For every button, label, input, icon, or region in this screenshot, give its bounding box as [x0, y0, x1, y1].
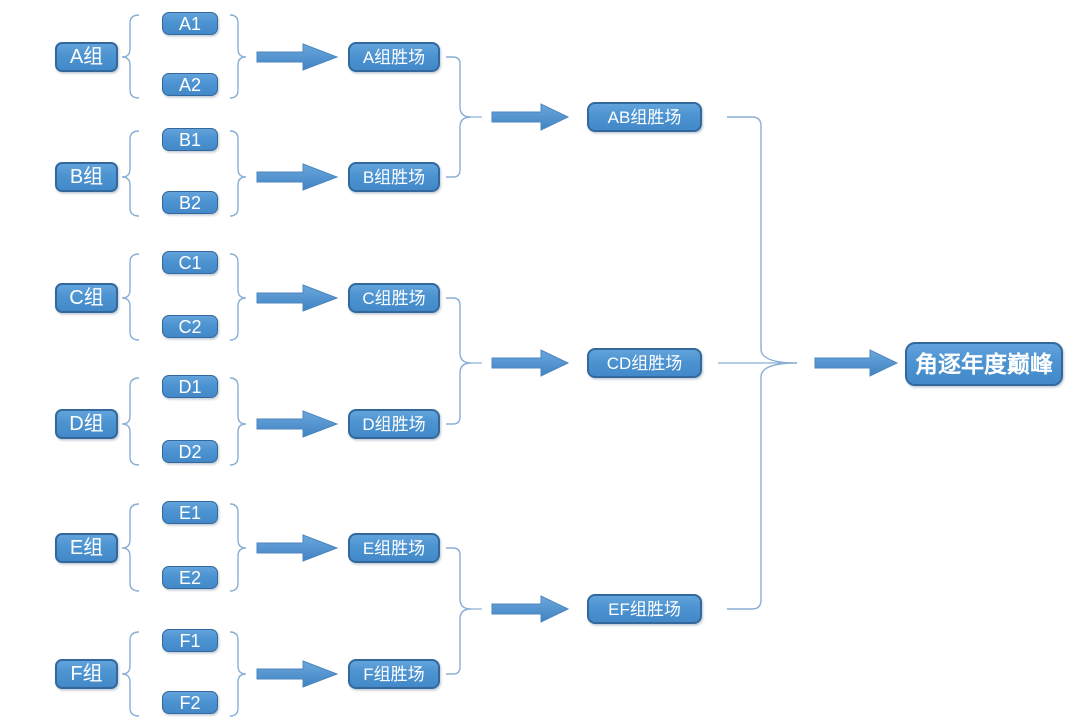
brace-ef-icon — [446, 547, 472, 675]
brace-ab-icon — [446, 56, 472, 178]
brace-left-c-icon — [121, 253, 140, 341]
member-f2-box: F2 — [162, 691, 218, 714]
member-d1-box: D1 — [162, 375, 218, 398]
arrow-cd-icon — [491, 349, 570, 377]
brace-left-f-icon — [121, 631, 140, 717]
member-c1-box: C1 — [162, 251, 218, 274]
member-b1-box: B1 — [162, 128, 218, 151]
winner-a-box: A组胜场 — [348, 42, 440, 72]
winner-b-box: B组胜场 — [348, 162, 440, 192]
member-c2-box: C2 — [162, 315, 218, 338]
final-box: 角逐年度巅峰 — [905, 342, 1063, 386]
winner-e-box: E组胜场 — [348, 533, 440, 563]
semifinal-cd-box: CD组胜场 — [587, 348, 702, 378]
brace-right-b-icon — [229, 130, 247, 217]
group-c-box: C组 — [55, 283, 118, 313]
arrow-ef-icon — [491, 595, 570, 623]
brace-left-d-icon — [121, 377, 140, 466]
arrow-d-icon — [256, 410, 339, 438]
brace-left-e-icon — [121, 503, 140, 592]
arrow-f-icon — [256, 660, 339, 688]
group-d-box: D组 — [55, 409, 118, 439]
winner-f-box: F组胜场 — [348, 659, 440, 689]
semifinal-ef-box: EF组胜场 — [587, 594, 702, 624]
arrow-e-icon — [256, 534, 339, 562]
winner-d-box: D组胜场 — [348, 409, 440, 439]
brace-right-a-icon — [229, 14, 247, 99]
brace-cd-icon — [446, 297, 472, 425]
member-a2-box: A2 — [162, 73, 218, 96]
group-e-box: E组 — [55, 533, 118, 563]
semifinal-ab-box: AB组胜场 — [587, 102, 702, 132]
member-b2-box: B2 — [162, 191, 218, 214]
member-a1-box: A1 — [162, 12, 218, 35]
arrow-final-icon — [814, 349, 899, 377]
arrow-b-icon — [256, 163, 339, 191]
arrow-ab-icon — [491, 103, 570, 131]
group-b-box: B组 — [55, 162, 118, 192]
brace-right-c-icon — [229, 253, 247, 341]
brace-right-e-icon — [229, 503, 247, 592]
group-f-box: F组 — [55, 659, 118, 689]
arrow-c-icon — [256, 284, 339, 312]
member-e1-box: E1 — [162, 501, 218, 524]
arrow-a-icon — [256, 43, 339, 71]
group-a-box: A组 — [55, 42, 118, 72]
winner-c-box: C组胜场 — [348, 283, 440, 313]
brace-right-f-icon — [229, 631, 247, 717]
member-e2-box: E2 — [162, 566, 218, 589]
brace-left-b-icon — [121, 130, 140, 217]
brace-right-d-icon — [229, 377, 247, 466]
brace-left-a-icon — [121, 14, 140, 99]
member-f1-box: F1 — [162, 629, 218, 652]
member-d2-box: D2 — [162, 440, 218, 463]
